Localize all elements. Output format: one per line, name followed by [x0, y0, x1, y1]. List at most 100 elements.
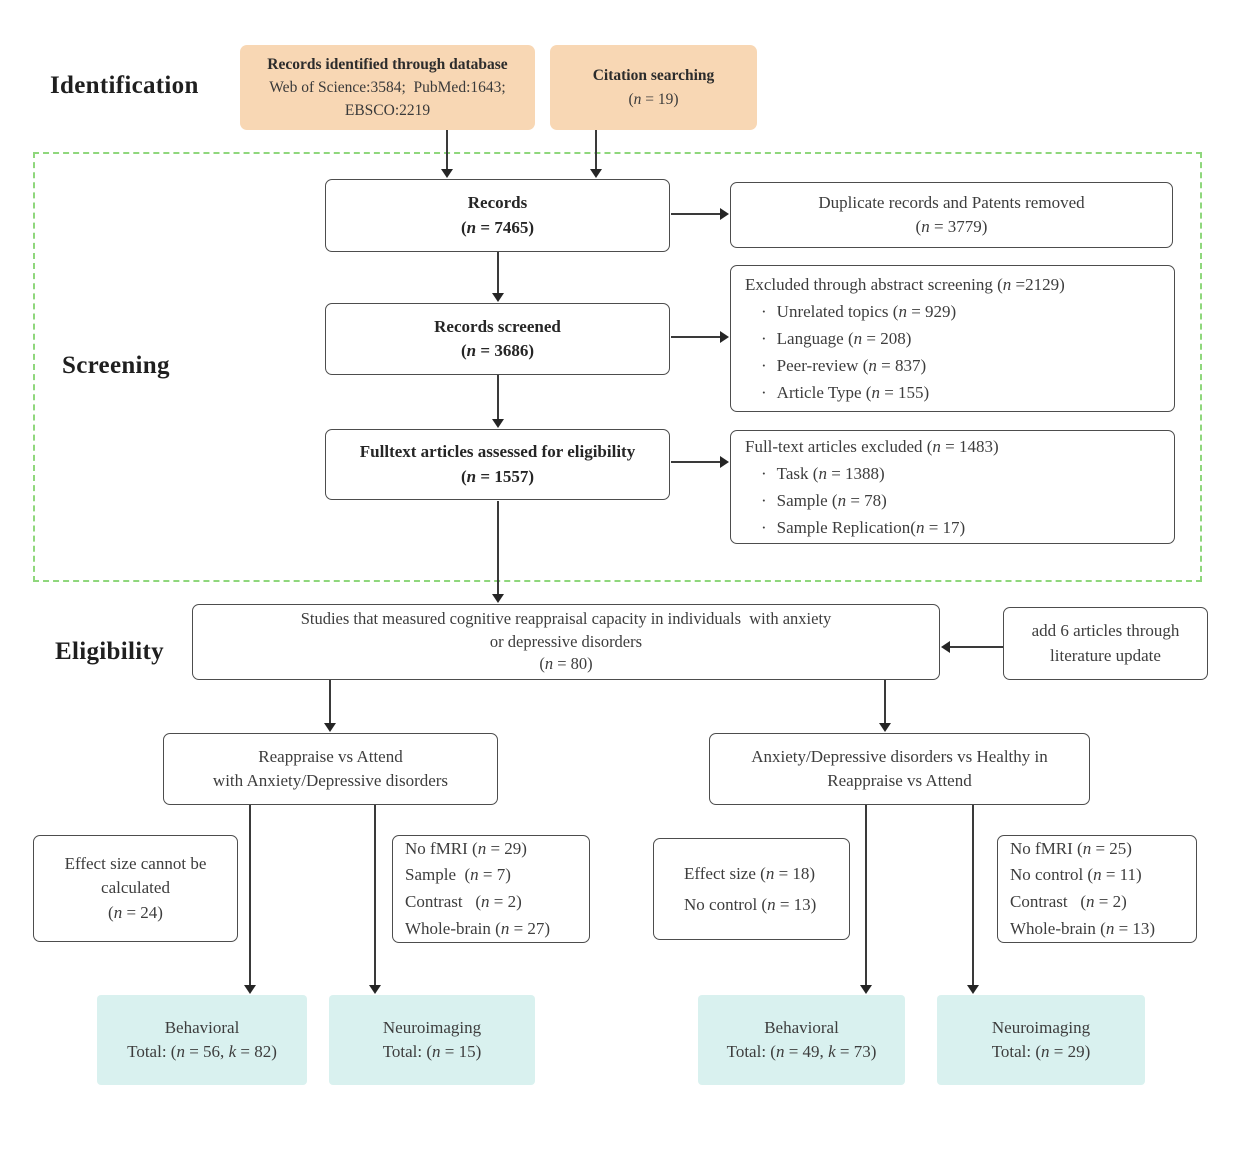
between-neuro-total-box: Neuroimaging Total: (n = 29): [937, 995, 1145, 1085]
fulltext-assessed-count: (n = 1557): [461, 466, 534, 486]
excluded-reason: No fMRI (n = 29): [405, 838, 527, 858]
list-item-text: Sample (n = 78): [776, 491, 887, 510]
fulltext-assessed-box: Fulltext articles assessed for eligibili…: [325, 429, 670, 500]
between-behavioral-total-title: Behavioral: [764, 1017, 839, 1037]
records-screened-box: Records screened (n = 3686): [325, 303, 670, 375]
records-box: Records (n = 7465): [325, 179, 670, 252]
arrow-within-to-neuro-total: [369, 805, 381, 994]
arrow-fulltext-to-fulltext-excluded: [671, 456, 729, 468]
list-item-text: Unrelated topics (n = 929): [776, 301, 957, 321]
between-behavioral-total-count: Total: (n = 49, k = 73): [726, 1042, 877, 1061]
between-neuro-excluded-box: No fMRI (n = 25) No control (n = 11) Con…: [997, 835, 1197, 943]
records-count: (n = 7465): [461, 217, 534, 237]
arrow-records-to-screened: [492, 252, 504, 302]
list-item-text: Language (n = 208): [776, 328, 912, 348]
branch-within-line2: with Anxiety/Depressive disorders: [212, 771, 449, 790]
arrow-citation-to-records: [590, 130, 602, 178]
within-behavioral-total-box: Behavioral Total: (n = 56, k = 82): [97, 995, 307, 1085]
list-item: · Task (n = 1388): [761, 460, 885, 487]
arrow-literature-update-to-included: [941, 641, 1003, 653]
within-neuro-total-title: Neuroimaging: [382, 1017, 482, 1037]
bullet-dot: ·: [761, 328, 767, 348]
database-records-counts: Web of Science:3584; PubMed:1643;: [269, 78, 506, 96]
excluded-reason: Contrast (n = 2): [1010, 892, 1127, 911]
arrow-screened-to-fulltext: [492, 375, 504, 428]
within-behavioral-total-count: Total: (n = 56, k = 82): [127, 1042, 277, 1061]
fulltext-assessed-title: Fulltext articles assessed for eligibili…: [359, 442, 636, 462]
branch-within-box: Reappraise vs Attend with Anxiety/Depres…: [163, 733, 498, 805]
included-studies-box: Studies that measured cognitive reapprai…: [192, 604, 940, 680]
bullet-dot: ·: [761, 356, 767, 376]
within-behavioral-excluded-count: (n = 24): [108, 902, 163, 922]
bullet-dot: ·: [761, 463, 767, 483]
within-behavioral-excluded-line2: calculated: [101, 878, 170, 898]
arrow-within-to-behavioral-total: [244, 805, 256, 994]
abstract-excluded-box: Excluded through abstract screening (n =…: [730, 265, 1175, 412]
within-behavioral-total-title: Behavioral: [164, 1017, 240, 1037]
list-item: · Article Type (n = 155): [761, 379, 929, 406]
within-behavioral-excluded-line1: Effect size cannot be: [64, 854, 207, 874]
list-item: · Language (n = 208): [761, 325, 911, 352]
excluded-reason: Contrast (n = 2): [405, 892, 522, 911]
included-studies-line2: or depressive disorders: [489, 631, 643, 651]
arrow-screened-to-abstract-excluded: [671, 331, 729, 343]
branch-within-line1: Reappraise vs Attend: [258, 746, 403, 766]
literature-update-line2: literature update: [1050, 645, 1161, 665]
between-neuro-total-count: Total: (n = 29): [991, 1042, 1091, 1061]
list-item: · Sample Replication(n = 17): [761, 514, 965, 541]
database-records-title: Records identified through database: [267, 55, 508, 73]
included-studies-count: (n = 80): [539, 654, 593, 674]
bullet-dot: ·: [761, 383, 767, 403]
excluded-reason: No control (n = 13): [684, 895, 817, 914]
list-item-text: Task (n = 1388): [776, 463, 885, 483]
records-screened-title: Records screened: [434, 316, 561, 336]
list-item: · Peer-review (n = 837): [761, 352, 926, 379]
arrow-fulltext-to-included: [492, 501, 504, 603]
stage-label-identification: Identification: [50, 72, 199, 99]
branch-between-line1: Anxiety/Depressive disorders vs Healthy …: [751, 746, 1048, 766]
literature-update-line1: add 6 articles through: [1031, 621, 1180, 641]
citation-searching-count: (n = 19): [628, 90, 679, 108]
literature-update-box: add 6 articles through literature update: [1003, 607, 1208, 680]
branch-between-box: Anxiety/Depressive disorders vs Healthy …: [709, 733, 1090, 805]
branch-between-line2: Reappraise vs Attend: [827, 771, 972, 790]
excluded-reason: Whole-brain (n = 13): [1010, 918, 1156, 938]
stage-label-eligibility: Eligibility: [55, 638, 164, 665]
between-behavioral-excluded-box: Effect size (n = 18) No control (n = 13): [653, 838, 850, 940]
citation-searching-title: Citation searching: [592, 67, 715, 85]
excluded-reason: No control (n = 11): [1010, 865, 1142, 885]
fulltext-excluded-box: Full-text articles excluded (n = 1483) ·…: [730, 430, 1175, 544]
list-item-text: Peer-review (n = 837): [776, 356, 927, 376]
duplicates-removed-count: (n = 3779): [915, 217, 988, 236]
bullet-dot: ·: [761, 518, 767, 538]
bullet-dot: ·: [761, 491, 767, 510]
fulltext-excluded-header: Full-text articles excluded (n = 1483): [745, 436, 999, 456]
within-neuro-total-count: Total: (n = 15): [382, 1042, 482, 1061]
within-behavioral-excluded-box: Effect size cannot be calculated (n = 24…: [33, 835, 238, 942]
list-item: · Sample (n = 78): [761, 487, 887, 514]
excluded-reason: Whole-brain (n = 27): [405, 918, 551, 938]
between-neuro-total-title: Neuroimaging: [991, 1017, 1091, 1037]
list-item-text: Sample Replication(n = 17): [776, 518, 966, 538]
between-behavioral-total-box: Behavioral Total: (n = 49, k = 73): [698, 995, 905, 1085]
excluded-reason: No fMRI (n = 25): [1010, 838, 1132, 858]
within-neuro-total-box: Neuroimaging Total: (n = 15): [329, 995, 535, 1085]
arrow-included-to-branch-between: [879, 680, 891, 732]
list-item-text: Article Type (n = 155): [776, 383, 930, 403]
bullet-dot: ·: [761, 301, 767, 321]
citation-searching-box: Citation searching (n = 19): [550, 45, 757, 130]
excluded-reason: Sample (n = 7): [405, 865, 511, 885]
duplicates-removed-box: Duplicate records and Patents removed (n…: [730, 182, 1173, 248]
abstract-excluded-header: Excluded through abstract screening (n =…: [745, 274, 1065, 294]
arrow-included-to-branch-within: [324, 680, 336, 732]
records-title: Records: [467, 193, 528, 213]
stage-label-screening: Screening: [62, 352, 170, 379]
within-neuro-excluded-box: No fMRI (n = 29) Sample (n = 7) Contrast…: [392, 835, 590, 943]
excluded-reason: Effect size (n = 18): [684, 863, 816, 883]
list-item: · Unrelated topics (n = 929): [761, 298, 956, 325]
included-studies-line1: Studies that measured cognitive reapprai…: [300, 608, 832, 628]
arrow-records-to-duplicates: [671, 208, 729, 220]
screening-stage-frame: [33, 152, 1202, 582]
database-records-box: Records identified through database Web …: [240, 45, 535, 130]
